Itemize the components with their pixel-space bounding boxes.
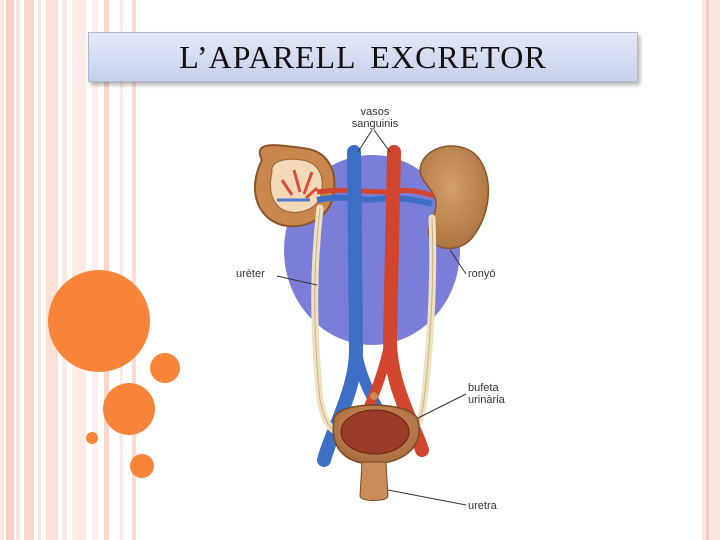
label-uretra: uretra (468, 500, 497, 512)
label-bufeta-line2: urinària (468, 394, 505, 406)
label-vasos-sanguinis: vasos sanguinis (340, 106, 410, 130)
label-ureter: urèter (236, 268, 265, 280)
label-bufeta-line1: bufeta (468, 382, 505, 394)
pointer-uretra (388, 490, 466, 505)
excretory-system-diagram: vasos sanguinis urèter ronyó bufeta urin… (222, 100, 522, 530)
pointer-vasos-right (374, 130, 390, 152)
decorative-circle-medium (103, 383, 155, 435)
decorative-circle-tiny (86, 432, 98, 444)
label-ronyo: ronyó (468, 268, 496, 280)
label-bufeta-urinaria: bufeta urinària (468, 382, 505, 406)
decorative-circle-large (48, 270, 150, 372)
excretory-system-illustration (222, 100, 522, 530)
renal-vessels-left (317, 198, 372, 200)
decorative-circle-small (150, 353, 180, 383)
slide-title: L’APARELL EXCRETOR (179, 39, 546, 76)
right-border-decoration (702, 0, 720, 540)
decorative-circle-small-2 (130, 454, 154, 478)
title-box: L’APARELL EXCRETOR (88, 32, 638, 82)
label-vasos-line2: sanguinis (340, 118, 410, 130)
pointer-vasos-left (358, 130, 372, 152)
label-vasos-line1: vasos (340, 106, 410, 118)
